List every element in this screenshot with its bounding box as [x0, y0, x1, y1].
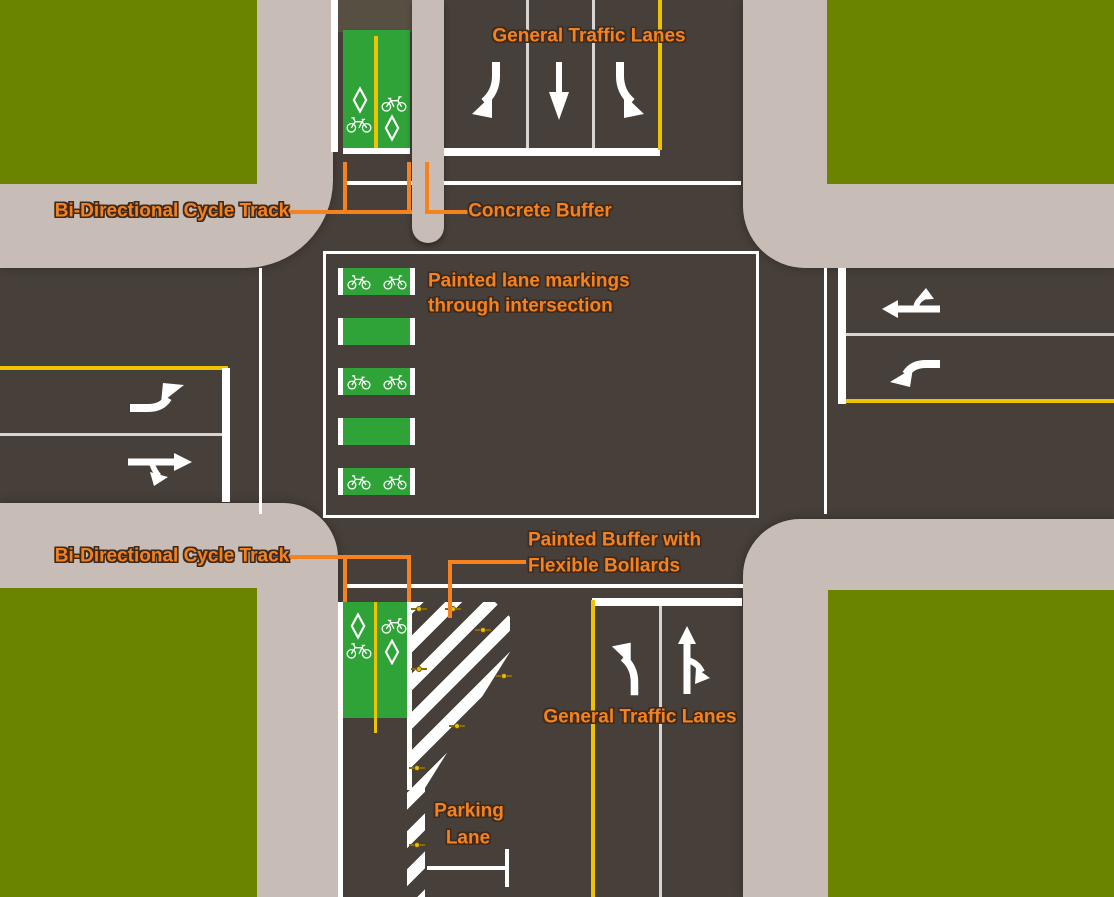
parking-space-line	[427, 866, 509, 870]
east-crosswalk-line	[824, 268, 827, 514]
label-painted-buffer-line1: Painted Buffer with	[528, 529, 702, 551]
north-crosswalk-line-left	[345, 181, 412, 185]
painted-bike-dash	[338, 268, 415, 295]
leader-painted-buffer-h	[450, 560, 526, 564]
south-crosswalk-line	[343, 584, 743, 588]
flexible-bollard-icon	[409, 764, 425, 773]
intersection-box-outline	[323, 251, 759, 518]
left-turn-arrow-icon	[890, 356, 942, 388]
painted-bike-dash	[338, 318, 415, 345]
north-cycle-track-centerline	[374, 36, 378, 148]
label-painted-lane-markings-line1: Painted lane markings	[428, 270, 630, 292]
left-turn-arrow-icon	[470, 62, 504, 120]
flexible-bollard-icon	[496, 672, 512, 681]
left-turn-arrow-icon	[610, 640, 642, 696]
label-general-traffic-lanes-bottom: General Traffic Lanes	[543, 706, 737, 728]
leader-top-cycle-track-v2	[407, 162, 411, 214]
bicycle-icon	[382, 273, 407, 290]
straight-or-left-arrow-icon	[882, 288, 942, 318]
leader-concrete-buffer-v	[425, 162, 429, 214]
painted-buffer-hatch	[407, 602, 510, 897]
grass-bottom-left	[0, 588, 257, 897]
north-stop-line	[444, 148, 660, 156]
flexible-bollard-icon	[409, 841, 425, 850]
bicycle-icon	[381, 615, 407, 635]
bicycle-mirrored-icon	[346, 373, 371, 390]
south-yellow-line	[591, 600, 595, 897]
flexible-bollard-icon	[449, 722, 465, 731]
north-lane-divider-2	[592, 0, 595, 148]
label-parking-line2: Lane	[445, 827, 491, 849]
bicycle-mirrored-icon	[346, 273, 371, 290]
south-cycle-track-centerline	[374, 602, 377, 733]
leader-concrete-buffer-h	[429, 210, 471, 214]
south-lane-divider	[659, 600, 662, 897]
diamond-lane-icon	[384, 114, 400, 142]
leader-bottom-cycle-track-v2	[407, 557, 411, 602]
label-general-traffic-lanes-top: General Traffic Lanes	[492, 25, 686, 47]
grass-bottom-right	[828, 590, 1114, 897]
north-road-edge-line	[331, 0, 338, 152]
north-cycle-track-stop-bar	[343, 148, 410, 154]
diamond-lane-icon	[352, 85, 368, 115]
grass-top-left	[0, 0, 257, 184]
leader-painted-buffer-v	[448, 560, 452, 618]
west-lane-divider	[0, 433, 229, 436]
west-crosswalk-line	[259, 268, 262, 514]
diamond-lane-icon	[350, 612, 366, 640]
east-center-yellow-line	[846, 399, 1114, 403]
painted-bike-dash	[338, 468, 415, 495]
bicycle-icon	[382, 373, 407, 390]
leader-bottom-cycle-track-v1	[343, 557, 347, 602]
painted-bike-dash	[338, 418, 415, 445]
bicycle-mirrored-icon	[346, 640, 372, 660]
painted-bike-dash	[338, 368, 415, 395]
grass-top-right	[827, 0, 1114, 184]
diamond-lane-icon	[384, 639, 400, 665]
flexible-bollard-icon	[411, 665, 427, 674]
label-bidirectional-cycle-track-bottom: Bi-Directional Cycle Track	[54, 545, 290, 567]
label-bidirectional-cycle-track-top: Bi-Directional Cycle Track	[54, 200, 290, 222]
flexible-bollard-icon	[475, 626, 491, 635]
north-lane-divider-1	[526, 0, 529, 148]
parking-space-tick	[505, 849, 509, 887]
label-concrete-buffer: Concrete Buffer	[468, 200, 612, 222]
west-stop-line	[222, 368, 230, 502]
east-stop-line	[838, 268, 846, 404]
straight-arrow-icon	[548, 62, 570, 120]
flexible-bollard-icon	[411, 605, 427, 614]
bicycle-mirrored-icon	[346, 114, 372, 134]
south-stop-line	[592, 598, 742, 606]
leader-top-cycle-track-h	[287, 210, 412, 214]
north-cycle-track-cap	[338, 0, 412, 32]
straight-or-right-arrow-icon	[126, 452, 192, 486]
left-turn-arrow-icon	[128, 382, 184, 414]
west-center-yellow-line	[0, 366, 228, 370]
straight-or-right-arrow-icon	[676, 626, 710, 694]
label-parking-line1: Parking	[434, 800, 504, 822]
leader-bottom-cycle-track-h	[287, 555, 411, 559]
bicycle-icon	[382, 473, 407, 490]
bicycle-icon	[381, 93, 407, 113]
right-turn-arrow-icon	[612, 62, 646, 120]
south-road-edge-line	[338, 602, 343, 897]
north-crosswalk-line	[444, 181, 741, 185]
east-lane-divider	[846, 333, 1114, 336]
north-center-yellow-line	[658, 0, 662, 150]
label-painted-lane-markings-line2: through intersection	[428, 295, 613, 317]
bicycle-mirrored-icon	[346, 473, 371, 490]
leader-top-cycle-track-v1	[343, 162, 347, 214]
label-painted-buffer-line2: Flexible Bollards	[528, 555, 681, 577]
